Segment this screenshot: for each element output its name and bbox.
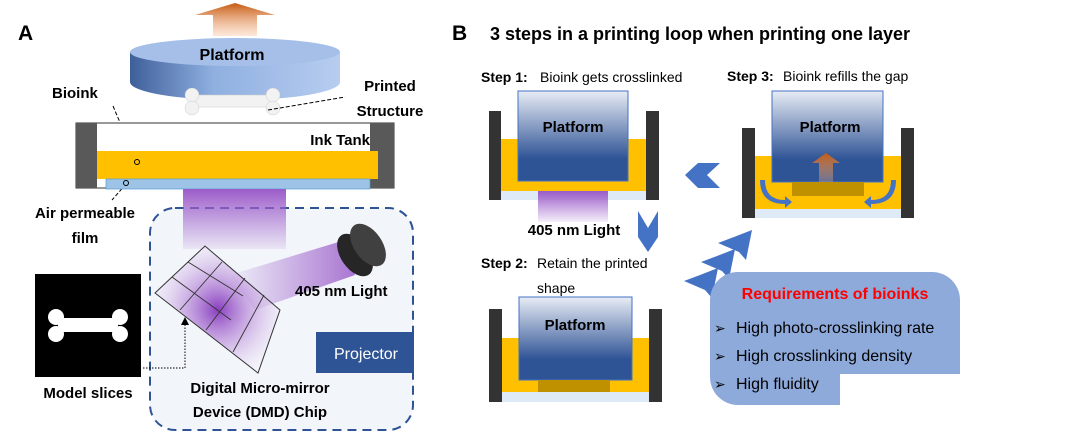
light-beam	[183, 189, 286, 249]
chevron-left-icon	[685, 163, 720, 188]
printed-structure-pointer	[267, 96, 346, 111]
requirements-list: ➢ High photo-crosslinking rate ➢ High cr…	[714, 320, 934, 393]
light-source-lens	[337, 223, 386, 277]
platform-label: Platform	[200, 47, 265, 64]
light-beam-to-dmd	[230, 240, 355, 310]
bone-printed-structure	[184, 87, 281, 116]
dotted-arrow	[143, 323, 186, 369]
air-film-label: Air permeable	[35, 205, 135, 222]
step1-light-label: 405 nm Light	[528, 222, 621, 239]
bullet-arrow-icon: ➢	[714, 320, 726, 336]
projector-box	[316, 332, 414, 373]
ink-tank	[75, 122, 395, 190]
light-label: 405 nm Light	[295, 283, 388, 300]
up-arrow-icon	[195, 3, 275, 36]
requirement-item: High fluidity	[736, 376, 819, 393]
chevron-down-icon	[638, 211, 658, 252]
step2-platform-label: Platform	[545, 317, 606, 334]
arrow-head-icon	[181, 317, 189, 325]
panel-a-label: A	[18, 22, 33, 45]
step1-tank	[489, 90, 659, 222]
step1-text: Bioink gets crosslinked	[540, 69, 682, 85]
requirements-box	[710, 272, 960, 405]
model-slices-label: Model slices	[43, 385, 132, 402]
step2-text: Retain the printed	[537, 255, 648, 271]
bioink-label: Bioink	[52, 85, 98, 102]
step1-platform-label: Platform	[543, 119, 604, 136]
requirement-item: High crosslinking density	[736, 348, 912, 365]
step3-platform-label: Platform	[800, 119, 861, 136]
chevrons-diagonal-icon	[684, 230, 752, 298]
projector-label: Projector	[334, 346, 399, 363]
step3-text: Bioink refills the gap	[783, 68, 909, 84]
platform-disk	[130, 38, 340, 100]
ink-tank-label: Ink Tank	[310, 132, 370, 149]
requirement-item: High photo-crosslinking rate	[736, 320, 934, 337]
step3-tank	[742, 90, 914, 218]
step2-text: shape	[537, 280, 575, 296]
dmd-label: Device (DMD) Chip	[193, 404, 327, 421]
printed-structure-label: Structure	[357, 103, 424, 120]
panel-b-label: B	[452, 22, 467, 45]
air-film-label: film	[72, 230, 99, 247]
panel-b-title: 3 steps in a printing loop when printing…	[490, 24, 910, 44]
bone-slice-icon	[48, 309, 128, 342]
bullet-arrow-icon: ➢	[714, 376, 726, 392]
step2-tank	[489, 296, 662, 402]
dmd-chip	[154, 245, 281, 374]
dmd-label: Digital Micro-mirror	[190, 380, 329, 397]
step1-label: Step 1:	[481, 69, 528, 85]
white-cover	[840, 374, 1080, 437]
bullet-arrow-icon: ➢	[714, 348, 726, 364]
printed-structure-label: Printed	[364, 78, 416, 95]
requirements-title: Requirements of bioinks	[742, 286, 929, 303]
step3-label: Step 3:	[727, 68, 774, 84]
step2-label: Step 2:	[481, 255, 528, 271]
